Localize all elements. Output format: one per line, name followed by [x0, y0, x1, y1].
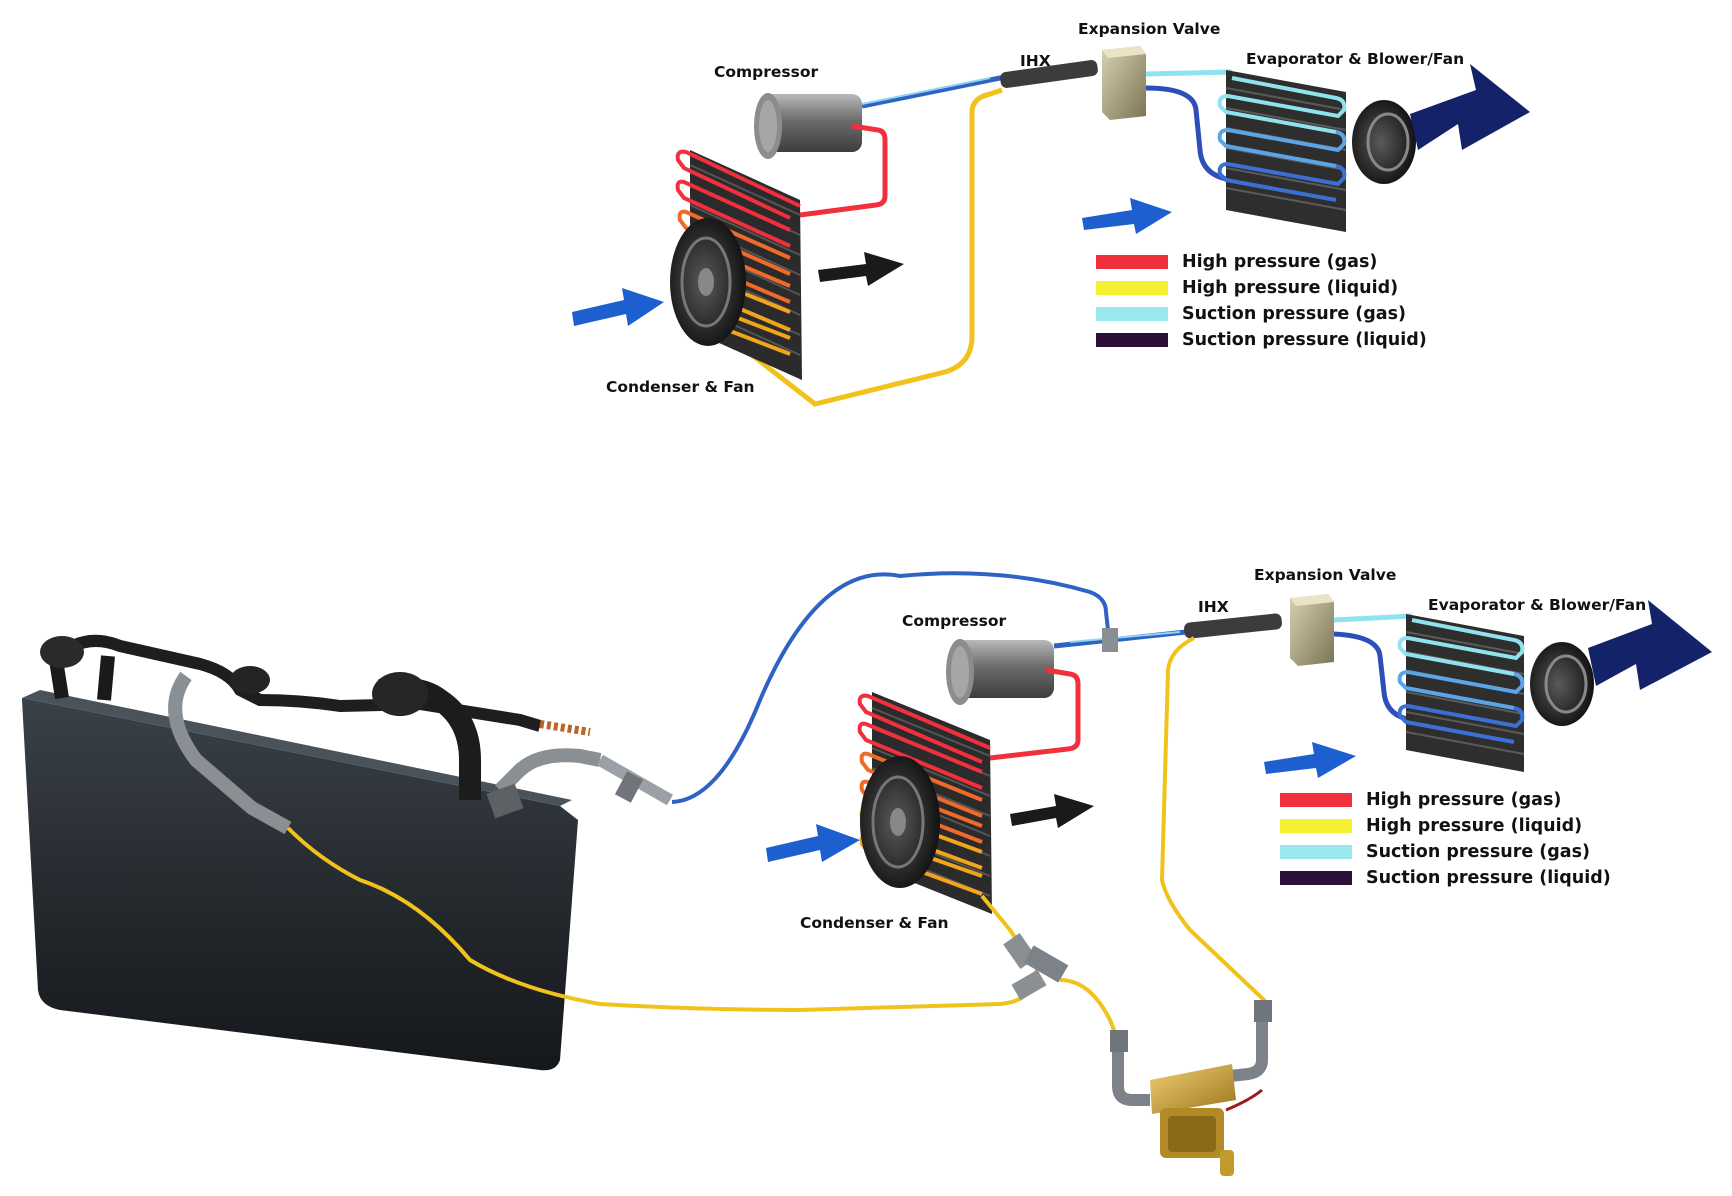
bottom-legend: High pressure (gas) High pressure (liqui… — [1280, 790, 1611, 888]
discharge-line — [799, 123, 888, 218]
legend-swatch — [1096, 281, 1168, 295]
suction-return-line — [671, 571, 1110, 804]
evaporator-bottom — [1397, 614, 1594, 772]
legend-swatch — [1096, 307, 1168, 321]
legend-label: Suction pressure (gas) — [1366, 842, 1591, 862]
cool-air-arrow-bottom — [1264, 742, 1356, 778]
liquid-line-solenoid-left — [1059, 978, 1120, 1041]
legend-label: High pressure (gas) — [1182, 252, 1378, 272]
evaporator-inlet-bottom — [1333, 613, 1413, 623]
ihx-label-bottom: IHX — [1198, 598, 1229, 616]
evaporator-label: Evaporator & Blower/Fan — [1246, 50, 1464, 68]
compressor — [754, 93, 862, 159]
legend-item: High pressure (liquid) — [1096, 278, 1427, 298]
evaporator-label-bottom: Evaporator & Blower/Fan — [1428, 596, 1646, 614]
compressor-label: Compressor — [714, 63, 819, 81]
legend-item: Suction pressure (liquid) — [1280, 868, 1611, 888]
legend-item: Suction pressure (liquid) — [1096, 330, 1427, 350]
suction-line-bottom-highlight — [1069, 631, 1181, 643]
liquid-line — [746, 87, 1003, 407]
accumulator-tank — [22, 634, 673, 1071]
condenser — [670, 149, 802, 380]
legend-label: Suction pressure (liquid) — [1182, 330, 1427, 350]
legend-swatch — [1280, 793, 1352, 807]
cool-air-arrow — [1082, 198, 1172, 234]
evaporator — [1217, 70, 1416, 232]
legend-label: High pressure (liquid) — [1366, 816, 1583, 836]
expansion-valve-label: Expansion Valve — [1078, 20, 1220, 38]
legend-item: Suction pressure (gas) — [1096, 304, 1427, 324]
condenser-bottom — [857, 692, 992, 914]
legend-swatch — [1280, 871, 1352, 885]
legend-item: High pressure (gas) — [1096, 252, 1427, 272]
air-out-arrow-bottom — [1010, 794, 1094, 828]
tee-fitting-top — [1102, 628, 1118, 652]
legend-swatch — [1280, 819, 1352, 833]
compressor-label-bottom: Compressor — [902, 612, 1007, 630]
compressor-bottom — [946, 639, 1054, 705]
ihx-bottom — [1184, 613, 1282, 639]
air-out-arrow — [818, 252, 904, 286]
top-diagram: Compressor IHX Expansion Valve Evaporato… — [572, 20, 1530, 407]
legend-item: High pressure (liquid) — [1280, 816, 1611, 836]
bottom-diagram: Compressor IHX Expansion Valve Evaporato… — [22, 566, 1712, 1176]
suction-line — [861, 73, 1011, 109]
suction-line-highlight — [861, 77, 991, 105]
tee-fitting — [1003, 932, 1069, 1001]
legend-item: High pressure (gas) — [1280, 790, 1611, 810]
ihx-label: IHX — [1020, 52, 1051, 70]
expansion-valve — [1102, 46, 1146, 120]
evaporator-inlet — [1145, 69, 1233, 77]
condenser-label-bottom: Condenser & Fan — [800, 914, 949, 932]
top-legend: High pressure (gas) High pressure (liqui… — [1096, 252, 1427, 350]
legend-label: Suction pressure (liquid) — [1366, 868, 1611, 888]
discharge-line-bottom — [989, 667, 1081, 761]
solenoid-valve — [1110, 1000, 1272, 1176]
expansion-valve-bottom — [1290, 594, 1334, 666]
legend-label: High pressure (liquid) — [1182, 278, 1399, 298]
legend-item: Suction pressure (gas) — [1280, 842, 1611, 862]
legend-swatch — [1096, 255, 1168, 269]
air-in-arrow — [572, 288, 664, 326]
legend-label: Suction pressure (gas) — [1182, 304, 1407, 324]
outlet-arrow-bottom — [1588, 600, 1712, 690]
air-in-arrow-bottom — [766, 824, 860, 862]
liquid-line-ihx — [1159, 636, 1266, 1008]
expansion-valve-label-bottom: Expansion Valve — [1254, 566, 1396, 584]
liquid-line-tank — [286, 826, 1042, 1013]
ihx — [1000, 60, 1098, 88]
condenser-label: Condenser & Fan — [606, 378, 755, 396]
evaporator-return — [1145, 85, 1263, 189]
legend-swatch — [1280, 845, 1352, 859]
outlet-arrow — [1410, 64, 1530, 150]
legend-label: High pressure (gas) — [1366, 790, 1562, 810]
legend-swatch — [1096, 333, 1168, 347]
